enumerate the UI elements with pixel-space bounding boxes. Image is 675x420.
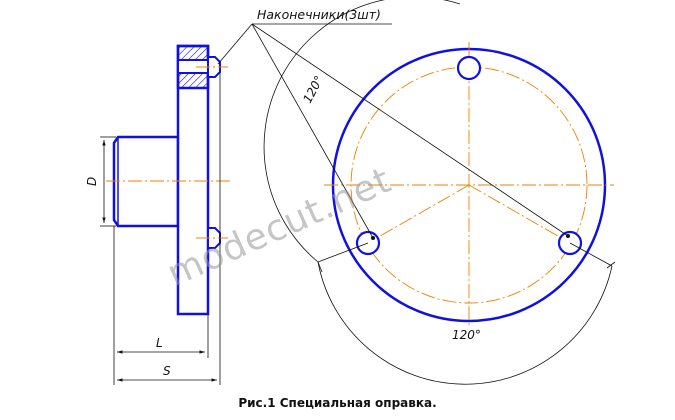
tips-note-label: Наконечники(3шт) bbox=[257, 7, 381, 22]
dimension-s-label: S bbox=[163, 364, 171, 378]
shaft-outline bbox=[112, 135, 180, 228]
dimension-d bbox=[100, 136, 116, 227]
angle-arc-bottom bbox=[317, 261, 613, 385]
technical-drawing: Наконечники(3шт) 120° 120° D L S bbox=[85, 0, 616, 385]
dimension-s bbox=[113, 72, 221, 385]
figure-caption: Рис.1 Специальная оправка. bbox=[238, 396, 437, 410]
angle-label-bottom: 120° bbox=[452, 328, 481, 342]
dimension-l-label: L bbox=[156, 336, 163, 350]
dimension-l bbox=[113, 226, 209, 358]
dimension-d-label: D bbox=[85, 177, 99, 186]
angle-dimension-top bbox=[317, 242, 616, 273]
side-center-lines bbox=[106, 66, 232, 239]
front-view bbox=[263, 0, 616, 385]
angle-arc bbox=[263, 0, 461, 263]
angle-label-top: 120° bbox=[300, 73, 326, 105]
flange-outline bbox=[176, 44, 210, 316]
side-view bbox=[100, 44, 232, 385]
front-center-lines bbox=[324, 42, 614, 326]
tip-hole-top bbox=[456, 55, 482, 81]
leader-lines bbox=[217, 23, 569, 239]
